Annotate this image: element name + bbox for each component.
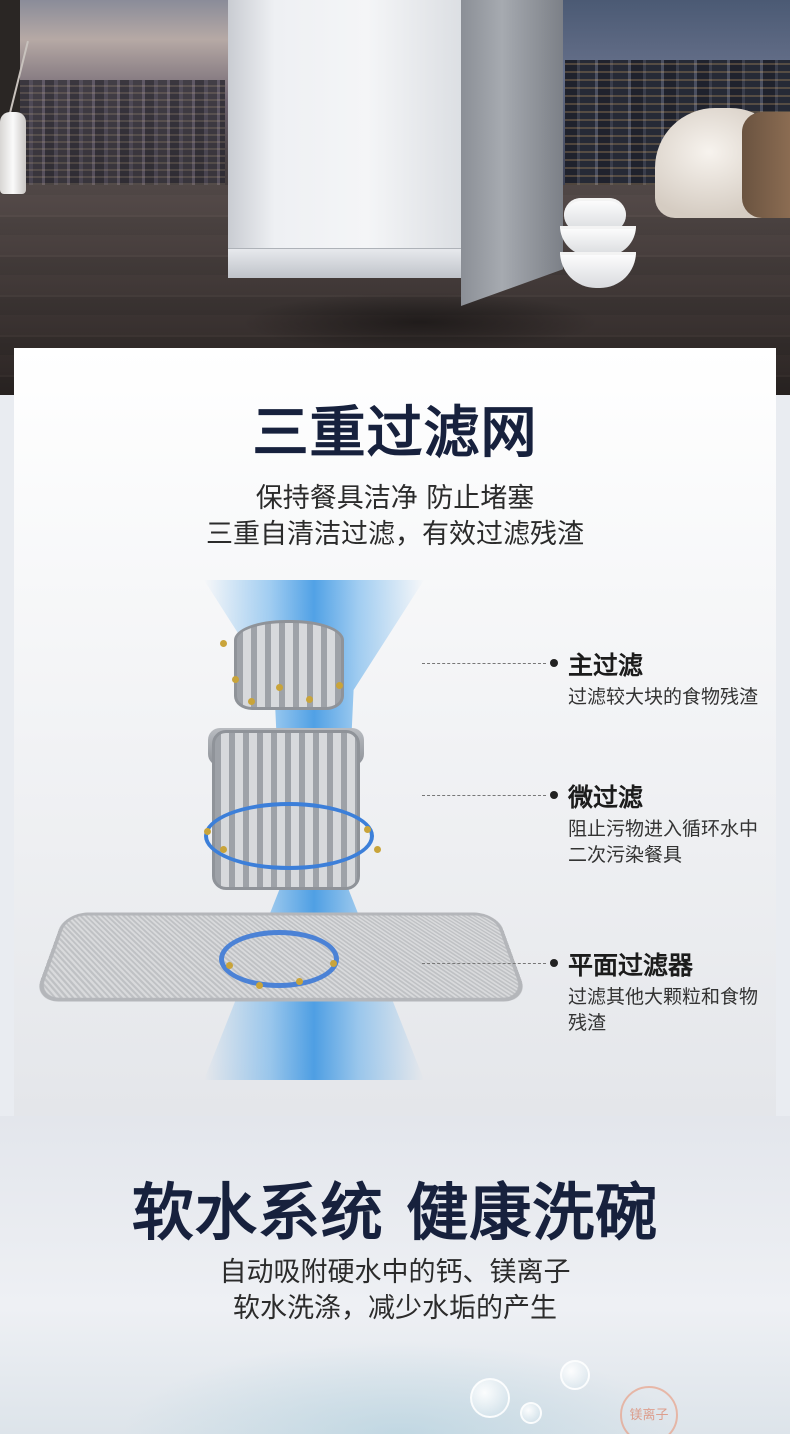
water-bubble — [520, 1402, 542, 1424]
softwater-subtitle-2: 软水洗涤，减少水垢的产生 — [233, 1293, 557, 1324]
debris-particle — [226, 962, 233, 969]
filter-title: 三重过滤网 — [252, 401, 538, 466]
debris-particle — [330, 960, 337, 967]
callout-desc: 过滤较大块的食物残渣 — [568, 686, 759, 708]
leader-line — [422, 663, 546, 664]
debris-particle — [364, 826, 371, 833]
bowl — [560, 252, 636, 288]
dishwasher-side — [461, 0, 563, 306]
water-bubble — [470, 1378, 510, 1418]
debris-particle — [232, 676, 239, 683]
dishwasher-base — [228, 248, 461, 278]
leader-dot — [550, 959, 558, 967]
water-bubble — [560, 1360, 590, 1390]
callout-title: 主过滤 — [568, 651, 644, 680]
water-splash-art — [120, 1341, 680, 1434]
tray-ring — [219, 930, 339, 988]
leader-dot — [550, 791, 558, 799]
debris-particle — [276, 684, 283, 691]
leader-line — [422, 963, 546, 964]
leader-dot — [550, 659, 558, 667]
callout-desc: 过滤其他大颗粒和食物残渣 — [568, 986, 759, 1034]
debris-particle — [220, 640, 227, 647]
debris-particle — [220, 846, 227, 853]
dishwasher-shadow — [240, 292, 600, 352]
filter-diagram — [32, 580, 544, 1080]
ion-badge: 镁离子 — [620, 1386, 678, 1434]
lounge-chair-back — [742, 112, 790, 218]
filter-subtitle-1: 保持餐具洁净 防止堵塞 — [255, 483, 535, 514]
debris-particle — [256, 982, 263, 989]
debris-particle — [306, 696, 313, 703]
softwater-subtitle-1: 自动吸附硬水中的钙、镁离子 — [219, 1257, 571, 1288]
stacked-bowls — [552, 196, 644, 292]
micro-filter-orbit — [204, 802, 374, 870]
filter-panel: 三重过滤网 保持餐具洁净 防止堵塞 三重自清洁过滤，有效过滤残渣 主过滤 过滤较… — [14, 348, 776, 1116]
debris-particle — [204, 828, 211, 835]
main-filter-basket — [234, 620, 344, 710]
filter-subtitle-2: 三重自清洁过滤，有效过滤残渣 — [206, 519, 584, 550]
vase — [0, 112, 26, 194]
debris-particle — [336, 682, 343, 689]
softwater-section: 软水系统 健康洗碗 自动吸附硬水中的钙、镁离子 软水洗涤，减少水垢的产生 镁离子 — [0, 1116, 790, 1434]
callout-title: 微过滤 — [568, 783, 644, 812]
leader-line — [422, 795, 546, 796]
callout-title: 平面过滤器 — [568, 951, 694, 980]
debris-particle — [296, 978, 303, 985]
callout-desc: 阻止污物进入循环水中二次污染餐具 — [568, 818, 759, 866]
dishwasher-front — [228, 0, 461, 278]
softwater-title: 软水系统 健康洗碗 — [131, 1176, 659, 1249]
debris-particle — [248, 698, 255, 705]
hero-photo — [0, 0, 790, 395]
city-skyline-left — [20, 80, 225, 185]
debris-particle — [374, 846, 381, 853]
